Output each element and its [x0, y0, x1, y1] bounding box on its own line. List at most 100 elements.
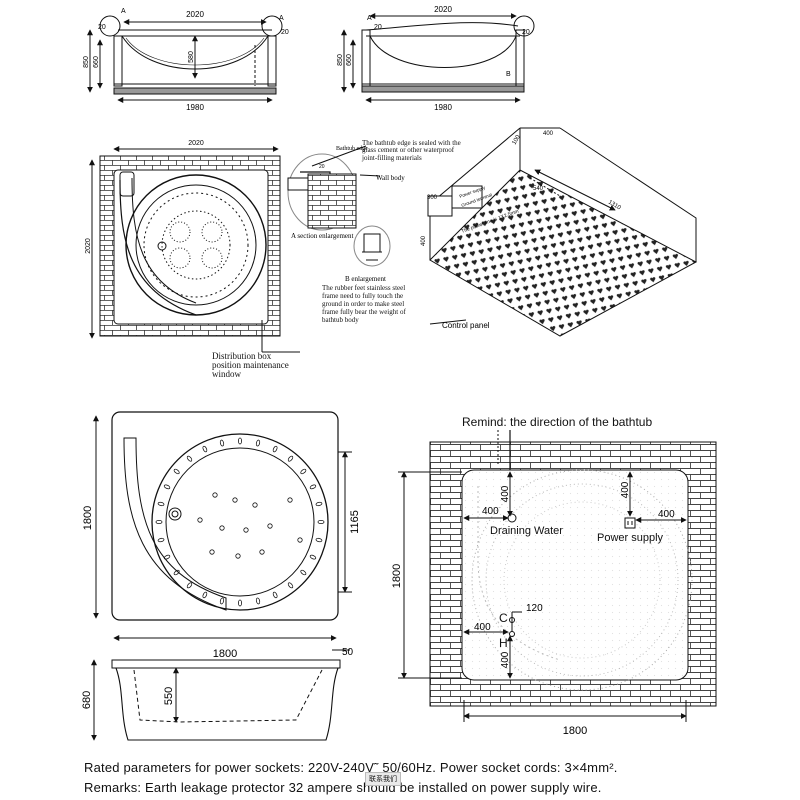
floor-power-supply-label: Power supply — [597, 532, 664, 544]
jet-nozzle — [272, 591, 278, 599]
left-elev-width-bottom: 1980 — [186, 103, 204, 112]
plan-view — [93, 411, 352, 641]
control-panel-label: Control panel — [442, 321, 490, 330]
remarks-line: Remarks: Earth leakage protector 32 ampe… — [84, 780, 602, 795]
floor-h-label: H — [499, 636, 508, 650]
jet-nozzle — [202, 445, 208, 453]
jet-nozzle — [315, 501, 323, 507]
right-elev-mark-b: B — [506, 71, 511, 78]
left-elev-h580: 580 — [188, 51, 195, 63]
elevation-view-right — [341, 13, 535, 103]
jet-nozzle — [219, 439, 225, 447]
bubble-jet — [252, 502, 258, 508]
jet-nozzle — [237, 437, 242, 445]
bubble-jet — [243, 527, 249, 533]
bubble-jet — [267, 523, 273, 529]
iso-d100: 100 — [512, 134, 523, 146]
jet-nozzle — [202, 591, 208, 599]
right-elev-width-bottom: 1980 — [434, 103, 452, 112]
right-elev-h660: 660 — [346, 54, 353, 66]
section-enlargement-b — [353, 225, 391, 267]
bubble-jet — [212, 492, 218, 498]
left-elev-width-top: 2020 — [186, 10, 204, 19]
bathtub-edge-label: Bathtub edge — [336, 146, 368, 152]
side-view-h550: 550 — [163, 687, 175, 705]
iso-d300: 300 — [427, 195, 438, 201]
distribution-box-note: Distribution box position maintenance wi… — [212, 351, 289, 379]
left-elev-mark-a-right: A — [279, 15, 284, 22]
floor-c-label: C — [499, 611, 508, 625]
right-elev-mark-a: A — [367, 15, 372, 22]
elevation-view-left — [87, 15, 283, 103]
jet-nozzle — [163, 554, 171, 560]
iso-d400-side: 400 — [421, 235, 427, 246]
plan-view-height: 1800 — [82, 506, 94, 530]
side-view — [91, 649, 350, 741]
side-view-rim50: 50 — [342, 647, 354, 658]
floor-width: 1800 — [563, 725, 587, 737]
right-elev-rim-left: 20 — [374, 24, 382, 31]
floor-d400-ch-h: 400 — [474, 622, 491, 633]
jet-nozzle — [186, 582, 193, 589]
jet-nozzle — [173, 569, 180, 576]
jet-nozzle — [219, 597, 225, 605]
right-elev-h850: 850 — [337, 54, 344, 66]
bubble-jet — [297, 537, 303, 543]
floor-draining-water-label: Draining Water — [490, 525, 563, 537]
section-enlargement-a — [287, 145, 381, 231]
floor-plan-remind: Remind: the direction of the bathtub — [462, 415, 653, 429]
edge-note-text: The bathtub edge is sealed with the glas… — [362, 139, 461, 162]
floor-d400-power-v: 400 — [620, 481, 631, 498]
left-elev-mark-a-left: A — [121, 8, 126, 15]
bubble-jet — [232, 497, 238, 503]
jet-nozzle — [157, 501, 165, 507]
jet-nozzle — [315, 537, 323, 543]
b-enlargement-caption: B enlargement — [345, 275, 386, 283]
left-elev-rim-right: 20 — [281, 29, 289, 36]
floor-d400-power-h: 400 — [658, 509, 675, 520]
jet-nozzle — [173, 468, 180, 475]
contact-stamp[interactable]: 联系我们 — [365, 772, 401, 786]
floor-plan — [398, 430, 717, 722]
iso-ceiling-view — [427, 127, 698, 337]
jet-nozzle — [317, 520, 325, 525]
floor-height: 1800 — [391, 564, 403, 588]
left-elev-h850: 850 — [83, 56, 90, 68]
jet-nozzle — [309, 554, 317, 560]
bubble-jet — [235, 553, 241, 559]
right-elev-rim-right: 20 — [522, 29, 530, 36]
iso-d400: 400 — [543, 131, 554, 137]
floor-d400-drain-h: 400 — [482, 506, 499, 517]
jet-nozzle — [155, 519, 163, 524]
bubble-jet — [209, 549, 215, 555]
bubble-jet — [219, 525, 225, 531]
plan-view-jets — [155, 437, 325, 607]
install-plan-width: 2020 — [188, 140, 204, 147]
jet-nozzle — [287, 582, 294, 589]
floor-d400-drain-v: 400 — [500, 485, 511, 502]
install-plan-height: 2020 — [85, 238, 92, 254]
bubble-jet — [259, 549, 265, 555]
install-plan — [89, 146, 300, 353]
a-section-caption: A section enlargement — [291, 232, 354, 240]
jet-nozzle — [300, 468, 307, 475]
b-enlargement-note: The rubber feet stainless steel frame ne… — [322, 284, 406, 325]
iso-d540: 540 — [533, 186, 544, 192]
plan-view-width: 1800 — [213, 648, 237, 660]
jet-nozzle — [157, 537, 165, 543]
wall-body-label: Wall body — [376, 174, 405, 182]
side-view-h680: 680 — [81, 691, 93, 709]
left-elev-rim-left: 20 — [98, 24, 106, 31]
jet-nozzle — [163, 484, 171, 490]
plan-view-inner: 1165 — [349, 510, 361, 534]
jet-nozzle — [186, 455, 193, 462]
left-elev-h660: 660 — [93, 56, 100, 68]
jet-nozzle — [287, 455, 294, 462]
jet-nozzle — [255, 439, 261, 447]
floor-d400-ch-v: 400 — [500, 651, 511, 668]
right-elev-width-top: 2020 — [434, 5, 452, 14]
jet-nozzle — [272, 445, 278, 453]
floor-d120: 120 — [526, 603, 543, 614]
bubble-jet — [197, 517, 203, 523]
